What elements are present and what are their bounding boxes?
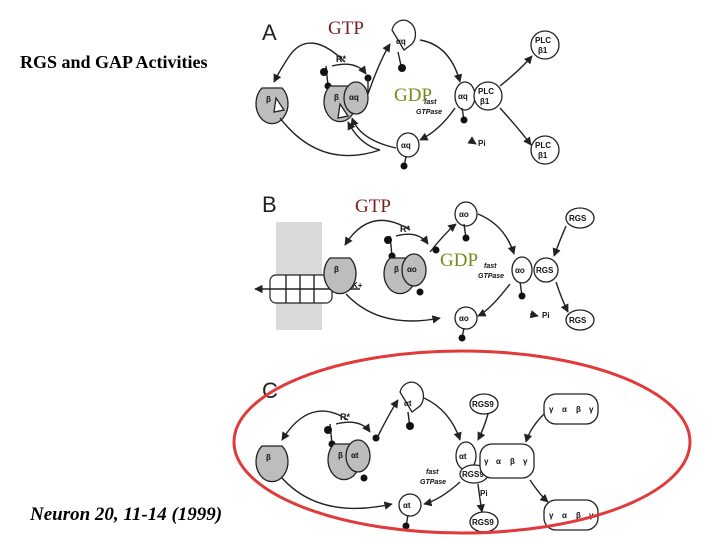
- panel-a-gtpase: GTPase: [416, 109, 442, 116]
- panel-b-membrane: [254, 222, 360, 330]
- panel-c-alpha-bottom: αt: [398, 493, 422, 530]
- svg-text:αo: αo: [459, 210, 469, 219]
- panel-a-effector-bottom: PLC β1: [530, 135, 560, 165]
- svg-text:αq: αq: [401, 141, 411, 150]
- panel-b-trimer: β αo: [383, 253, 427, 296]
- svg-text:β: β: [334, 265, 339, 274]
- svg-text:αt: αt: [404, 399, 412, 408]
- panel-c-alpha-top: αt: [399, 381, 425, 430]
- svg-text:PLC: PLC: [535, 141, 551, 150]
- svg-text:αo: αo: [407, 265, 417, 274]
- gdp-label-b: GDP: [440, 250, 478, 271]
- svg-text:αt: αt: [403, 501, 411, 510]
- svg-text:αt: αt: [459, 452, 467, 461]
- svg-text:β: β: [266, 453, 271, 462]
- svg-text:R*: R*: [400, 224, 410, 234]
- svg-text:PLC: PLC: [535, 36, 551, 45]
- svg-text:β1: β1: [538, 46, 548, 55]
- svg-text:αq: αq: [349, 93, 359, 102]
- svg-text:αo: αo: [515, 266, 525, 275]
- panel-b-rgs-bottom: RGS: [565, 309, 595, 331]
- svg-text:α: α: [562, 511, 567, 520]
- panel-b: B K+ R* β β αo: [254, 192, 595, 342]
- svg-text:PLC: PLC: [478, 87, 494, 96]
- panel-b-pi: Pi: [542, 311, 550, 320]
- panel-b-letter: B: [262, 192, 277, 217]
- panel-a-beta-gamma-left: β: [255, 87, 289, 125]
- svg-text:β: β: [394, 265, 399, 274]
- panel-a-trimer: β αq: [323, 81, 369, 123]
- svg-text:αq: αq: [458, 92, 468, 101]
- panel-a-pi: Pi: [478, 139, 486, 148]
- svg-text:γ: γ: [549, 511, 554, 520]
- svg-text:R*: R*: [340, 412, 350, 422]
- svg-text:RGS: RGS: [569, 316, 587, 325]
- panel-b-alpha-top: αo: [454, 201, 478, 242]
- svg-text:αo: αo: [459, 314, 469, 323]
- svg-text:RGS9: RGS9: [472, 400, 494, 409]
- panel-a-alpha-effector: αq PLC β1: [454, 81, 503, 124]
- highlight-oval: [232, 349, 692, 535]
- svg-text:γ: γ: [523, 457, 528, 466]
- svg-text:αq: αq: [396, 37, 406, 46]
- panel-c-receptor: R*: [324, 412, 380, 448]
- svg-text:β1: β1: [480, 97, 490, 106]
- panel-c-pi: Pi: [480, 489, 488, 498]
- panel-b-ion: K+: [352, 281, 363, 290]
- panel-c-gtpase: GTPase: [420, 479, 446, 486]
- gtp-label-b: GTP: [355, 196, 391, 217]
- panel-c: C R* β β αt αt RGS9: [255, 378, 599, 533]
- panel-c-rgs9-top: RGS9: [469, 393, 499, 415]
- panel-a-fast: fast: [424, 99, 437, 106]
- svg-text:γ: γ: [484, 457, 489, 466]
- panel-b-alpha-rgs: αo RGS: [511, 256, 559, 300]
- svg-text:β: β: [576, 511, 581, 520]
- panel-b-gtpase: GTPase: [478, 273, 504, 280]
- citation: Neuron 20, 11-14 (1999): [29, 504, 222, 525]
- svg-text:β: β: [338, 451, 343, 460]
- slide-title: RGS and GAP Activities: [20, 52, 208, 72]
- svg-text:β: β: [266, 95, 271, 104]
- panel-a-letter: A: [262, 20, 277, 45]
- panel-c-complex-middle: αt RGS9 γ α β γ: [455, 441, 535, 484]
- panel-a: A R* β β αq αq: [255, 19, 560, 170]
- svg-text:γ: γ: [549, 405, 554, 414]
- panel-c-pde-top: γ α β γ: [543, 393, 599, 425]
- svg-text:α: α: [562, 405, 567, 414]
- svg-text:RGS9: RGS9: [462, 470, 484, 479]
- panel-b-fast: fast: [484, 263, 497, 270]
- panel-a-alpha-gdp-bottom: αq: [396, 132, 420, 170]
- gtp-label-a: GTP: [328, 18, 364, 39]
- panel-c-beta-gamma-left: β: [255, 445, 289, 483]
- svg-text:α: α: [496, 457, 501, 466]
- panel-b-alpha-bottom: αo: [454, 306, 478, 342]
- panel-c-rgs9-bottom: RGS9: [469, 511, 499, 533]
- svg-text:RGS9: RGS9: [472, 518, 494, 527]
- panel-b-rgs-top: RGS: [565, 207, 595, 229]
- svg-text:β: β: [334, 93, 339, 102]
- svg-text:β1: β1: [538, 151, 548, 160]
- svg-text:RGS: RGS: [536, 266, 554, 275]
- panel-b-beta-gamma-left: β: [323, 257, 357, 295]
- panel-c-trimer: β αt: [327, 439, 371, 482]
- panel-a-effector-top: PLC β1: [530, 30, 560, 60]
- panel-a-alpha-gtp-top: αq: [391, 19, 417, 72]
- svg-text:β: β: [576, 405, 581, 414]
- panel-c-fast: fast: [426, 469, 439, 476]
- svg-text:γ: γ: [589, 405, 594, 414]
- svg-text:RGS: RGS: [569, 214, 587, 223]
- gdp-label-a: GDP: [394, 85, 432, 106]
- svg-text:αt: αt: [351, 451, 359, 460]
- svg-text:β: β: [510, 457, 515, 466]
